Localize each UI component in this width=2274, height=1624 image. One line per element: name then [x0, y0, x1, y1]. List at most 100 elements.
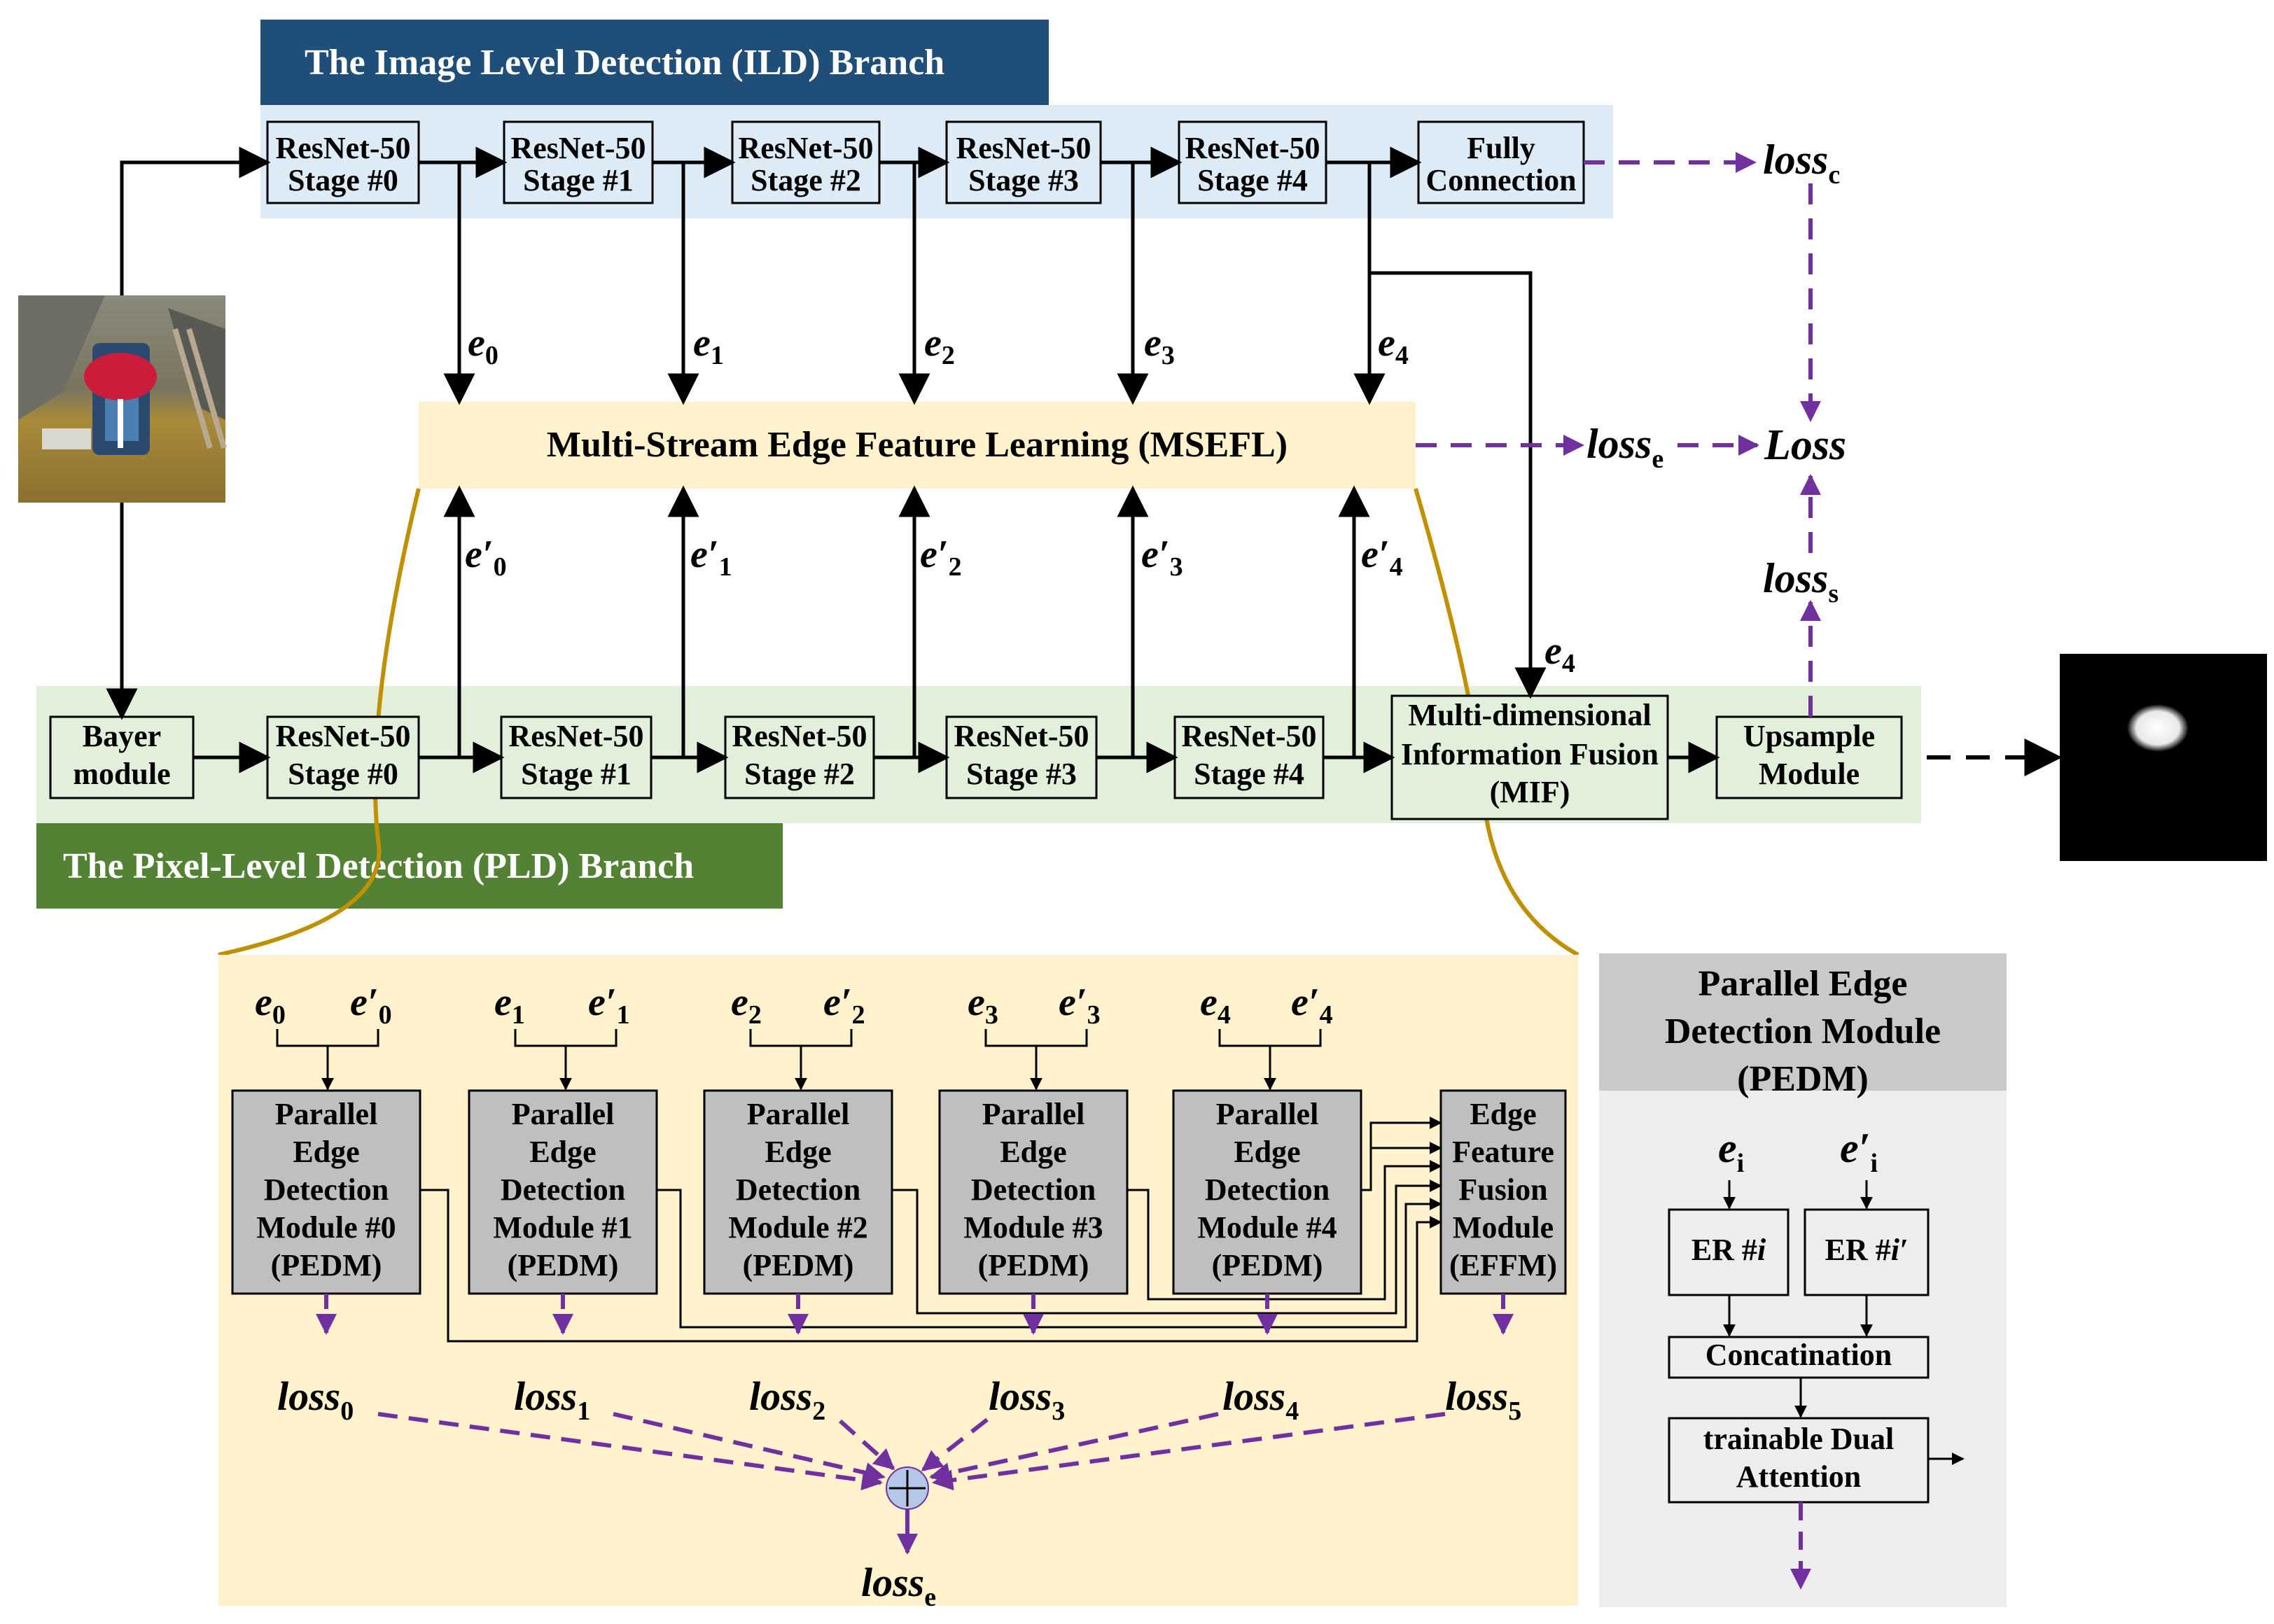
svg-text:Module #1: Module #1 [493, 1210, 632, 1245]
svg-text:Fully: Fully [1467, 131, 1535, 165]
pld-stage-0: ResNet-50 Stage #0 [266, 715, 420, 799]
svg-text:Stage #3: Stage #3 [966, 757, 1077, 791]
pedm-module-1: Parallel Edge Detection Module #1 (PEDM) [468, 1089, 658, 1295]
pld-stage-4: ResNet-50 Stage #4 [1173, 715, 1325, 799]
svg-text:Detection: Detection [736, 1172, 860, 1207]
ild-stage-0: ResNet-50 Stage #0 [266, 120, 420, 204]
output-mask [2060, 654, 2267, 861]
svg-text:Edge: Edge [1470, 1097, 1536, 1131]
svg-text:Parallel: Parallel [747, 1097, 850, 1131]
e2-label: e2 [924, 321, 955, 370]
pedm-loss-4: loss4 [1222, 1373, 1299, 1426]
concatenation-box: Concatination [1668, 1336, 1930, 1379]
svg-text:e′0: e′0 [350, 981, 392, 1030]
e4-label: e4 [1378, 321, 1409, 370]
loss-s-label: losss [1763, 555, 1839, 608]
svg-text:Attention: Attention [1736, 1460, 1861, 1494]
svg-text:Detection: Detection [501, 1172, 625, 1207]
pedm-detail-input-a: ei [1718, 1125, 1744, 1178]
pedm-detail-input-b: e′i [1840, 1125, 1878, 1178]
er-box-a: ER #i [1668, 1208, 1790, 1296]
svg-text:(PEDM): (PEDM) [271, 1248, 382, 1282]
e1-label: e1 [693, 321, 724, 370]
svg-text:Parallel: Parallel [1216, 1097, 1319, 1131]
svg-text:ER #i: ER #i [1691, 1233, 1766, 1267]
pedm-input-pair-4: e4 e′4 [1200, 981, 1333, 1030]
pedm-loss-5: loss5 [1445, 1373, 1521, 1426]
pedm-module-0: Parallel Edge Detection Module #0 (PEDM) [231, 1089, 421, 1295]
svg-text:e′2: e′2 [823, 981, 865, 1030]
svg-text:(MIF): (MIF) [1490, 775, 1570, 809]
pld-mif-module: Multi-dimensional Information Fusion (MI… [1390, 694, 1669, 820]
pedm-module-4: Parallel Edge Detection Module #4 (PEDM) [1172, 1089, 1362, 1295]
svg-text:Parallel: Parallel [982, 1097, 1085, 1131]
ild-stage-2: ResNet-50 Stage #2 [731, 120, 881, 204]
pld-bayer-module: Bayer module [49, 715, 195, 799]
pedm-detail-title-line2: Detection Module [1665, 1011, 1941, 1051]
svg-text:ResNet-50: ResNet-50 [275, 719, 410, 753]
svg-text:Module #2: Module #2 [728, 1210, 867, 1245]
e3-label: e3 [1144, 321, 1175, 370]
svg-text:e2: e2 [731, 981, 762, 1030]
e-prime-3-label: e′3 [1141, 533, 1183, 582]
pld-banner [36, 823, 783, 909]
svg-text:Edge: Edge [765, 1135, 831, 1169]
pedm-loss-2: loss2 [749, 1373, 825, 1426]
msefl-label: Multi-Stream Edge Feature Learning (MSEF… [547, 425, 1288, 465]
pedm-detail-title-line1: Parallel Edge [1698, 964, 1908, 1004]
svg-text:ER #i′: ER #i′ [1825, 1233, 1909, 1267]
ild-stage-3: ResNet-50 Stage #3 [945, 120, 1102, 204]
main-flow-arrows [106, 146, 1720, 774]
svg-text:ResNet-50: ResNet-50 [1185, 131, 1320, 165]
svg-text:(PEDM): (PEDM) [1212, 1248, 1323, 1282]
pedm-input-pair-0: e0 e′0 [255, 981, 392, 1030]
svg-text:Module: Module [1759, 757, 1860, 791]
svg-text:Edge: Edge [529, 1135, 596, 1169]
svg-text:Stage #2: Stage #2 [744, 757, 855, 791]
svg-text:Detection: Detection [971, 1172, 1096, 1207]
svg-text:Parallel: Parallel [275, 1097, 378, 1131]
svg-text:trainable Dual: trainable Dual [1703, 1422, 1895, 1456]
svg-text:e1: e1 [494, 981, 525, 1030]
e4-mif-label: e4 [1544, 629, 1575, 678]
e0-label: e0 [468, 321, 498, 370]
e-prime-2-label: e′2 [920, 533, 962, 582]
svg-text:ResNet-50: ResNet-50 [508, 719, 643, 753]
svg-text:(EFFM): (EFFM) [1449, 1248, 1557, 1282]
dual-attention-box: trainable Dual Attention [1668, 1417, 1930, 1504]
svg-text:Stage #1: Stage #1 [523, 163, 634, 197]
svg-text:e0: e0 [255, 981, 286, 1030]
pedm-module-2: Parallel Edge Detection Module #2 (PEDM) [703, 1089, 893, 1295]
svg-text:ResNet-50: ResNet-50 [954, 719, 1089, 753]
loss-arrows-top [1416, 152, 1821, 717]
ild-stage-4: ResNet-50 Stage #4 [1178, 120, 1327, 204]
svg-text:e′4: e′4 [1291, 981, 1333, 1030]
svg-text:ResNet-50: ResNet-50 [956, 131, 1091, 165]
svg-text:Connection: Connection [1425, 163, 1576, 197]
pedm-input-pair-2: e2 e′2 [731, 981, 865, 1030]
svg-text:Stage #0: Stage #0 [288, 163, 398, 197]
svg-text:Multi-dimensional: Multi-dimensional [1408, 698, 1651, 732]
svg-text:Stage #4: Stage #4 [1194, 757, 1304, 791]
loss-sum-arrows [377, 1412, 1446, 1491]
pld-upsample-module: Upsample Module [1715, 715, 1903, 799]
e-prime-1-label: e′1 [690, 533, 732, 582]
pld-stage-1: ResNet-50 Stage #1 [500, 715, 653, 799]
svg-text:Upsample: Upsample [1743, 719, 1875, 753]
er-box-b: ER #i′ [1804, 1208, 1930, 1296]
svg-text:ResNet-50: ResNet-50 [732, 719, 867, 753]
msefl-detail-panel [218, 955, 1578, 1606]
msefl-detail-curve-left [218, 488, 421, 957]
svg-text:ResNet-50: ResNet-50 [1181, 719, 1316, 753]
svg-text:ResNet-50: ResNet-50 [738, 131, 873, 165]
svg-text:Module #4: Module #4 [1197, 1210, 1337, 1245]
svg-text:e′1: e′1 [588, 981, 630, 1030]
svg-text:Module #3: Module #3 [963, 1210, 1103, 1245]
pedm-detail-header [1599, 953, 2007, 1091]
svg-text:Module: Module [1453, 1210, 1554, 1245]
svg-text:(PEDM): (PEDM) [508, 1248, 619, 1282]
pedm-module-3: Parallel Edge Detection Module #3 (PEDM) [938, 1089, 1129, 1295]
pedm-loss-arrows [316, 1294, 1514, 1335]
